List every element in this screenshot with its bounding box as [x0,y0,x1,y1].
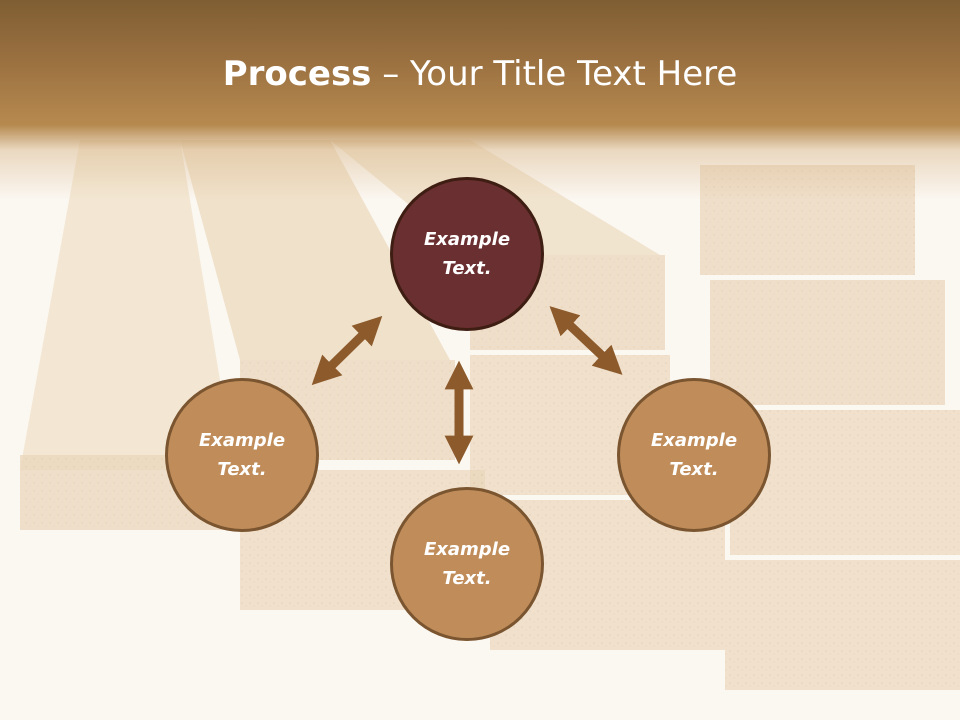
title-rest: – Your Title Text Here [371,54,738,94]
slide-title: Process – Your Title Text Here [0,52,960,96]
title-bold: Process [222,54,372,94]
node-label: Example Text. [423,539,511,589]
double-arrow-icon [311,315,383,386]
double-arrow-icon [549,306,623,375]
title-bar [0,0,960,200]
process-node-right: Example Text. [617,378,771,532]
node-label: Example Text. [650,430,738,480]
process-node-left: Example Text. [165,378,319,532]
node-label: Example Text. [423,229,511,279]
node-label: Example Text. [198,430,286,480]
process-node-top: Example Text. [390,177,544,331]
process-node-bottom: Example Text. [390,487,544,641]
